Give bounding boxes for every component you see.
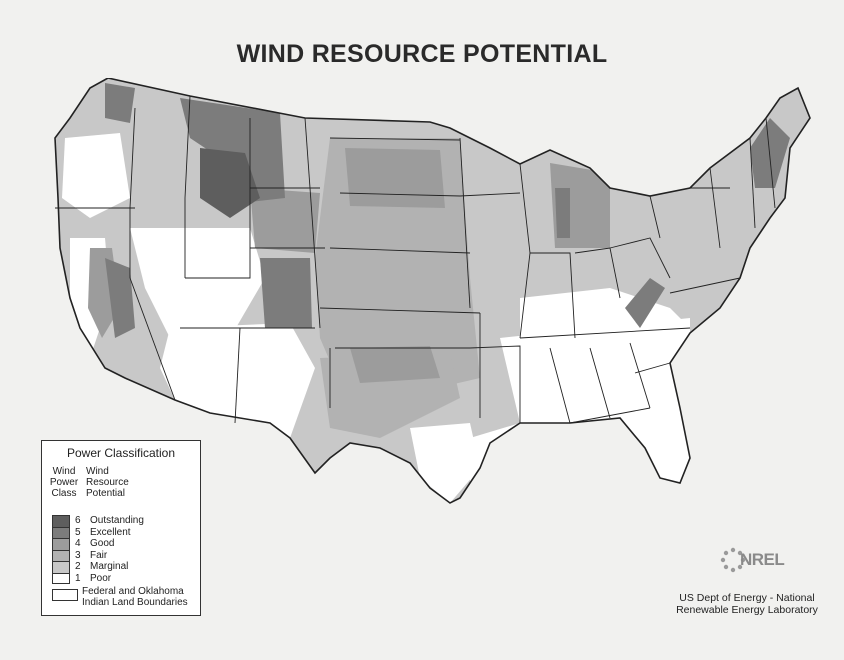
nrel-logo-text: NREL [740, 550, 785, 569]
class-number: 6 [75, 515, 81, 526]
power-classification-legend: Power Classification Wind Power Class Wi… [41, 440, 201, 616]
class-number: 5 [75, 526, 81, 538]
federal-land-swatch [52, 589, 78, 601]
class-label: Marginal [90, 561, 129, 572]
region-colorado-class5 [260, 258, 312, 328]
header-line: Power [49, 477, 79, 488]
federal-label-line: Indian Land Boundaries [82, 597, 188, 608]
region-northwest-class1 [62, 133, 130, 218]
class-label: Poor [90, 572, 112, 584]
wind-power-class-header: Wind Power Class [48, 466, 80, 499]
header-line: Wind [86, 466, 109, 477]
header-line: Potential [86, 488, 125, 499]
nrel-sunburst-icon [720, 547, 746, 573]
region-great-basin-class1 [130, 228, 265, 338]
header-line: Wind [52, 466, 76, 477]
region-lake-michigan-class5 [555, 188, 570, 238]
class-number: 4 [75, 538, 81, 549]
swatch-class5 [52, 526, 70, 538]
region-rockies-class6 [200, 148, 260, 218]
state-boundaries [54, 78, 811, 504]
credit-line: US Dept of Energy - National [679, 592, 815, 604]
legend-title: Power Classification [66, 446, 176, 460]
us-wind-map [54, 78, 811, 504]
region-southern-plains-class4 [350, 346, 440, 383]
region-dakotas-class4 [345, 148, 445, 208]
class-label: Outstanding [90, 515, 144, 526]
header-line: Resource [86, 477, 129, 488]
class-number: 2 [75, 561, 81, 572]
swatch-class6 [52, 515, 70, 527]
wind-resource-potential-header: Wind Resource Potential [86, 466, 146, 499]
region-wyoming-class4 [250, 188, 320, 253]
region-texas-coast-class1 [410, 423, 480, 503]
region-sierra-class5 [105, 258, 135, 338]
credit-line: Renewable Energy Laboratory [676, 604, 818, 616]
region-coast-northwest-class5 [105, 83, 135, 123]
region-new-england-class5 [750, 118, 790, 188]
map-title: WIND RESOURCE POTENTIAL [236, 40, 608, 68]
swatch-class4 [52, 538, 70, 550]
class-number: 3 [75, 549, 81, 561]
swatch-class3 [52, 549, 70, 561]
swatch-class1 [52, 572, 70, 584]
federal-land-label: Federal and Oklahoma Indian Land Boundar… [82, 586, 188, 608]
federal-label-line: Federal and Oklahoma [82, 586, 184, 597]
header-line: Class [51, 488, 77, 499]
credit-text: US Dept of Energy - National Renewable E… [660, 592, 834, 616]
swatch-class2 [52, 561, 70, 573]
class-label: Good [90, 538, 115, 549]
region-appalachian-class5 [625, 278, 665, 328]
region-montana-class5 [180, 98, 285, 203]
class-number: 1 [75, 572, 81, 584]
class-label: Excellent [90, 526, 131, 538]
class-label: Fair [90, 549, 108, 561]
